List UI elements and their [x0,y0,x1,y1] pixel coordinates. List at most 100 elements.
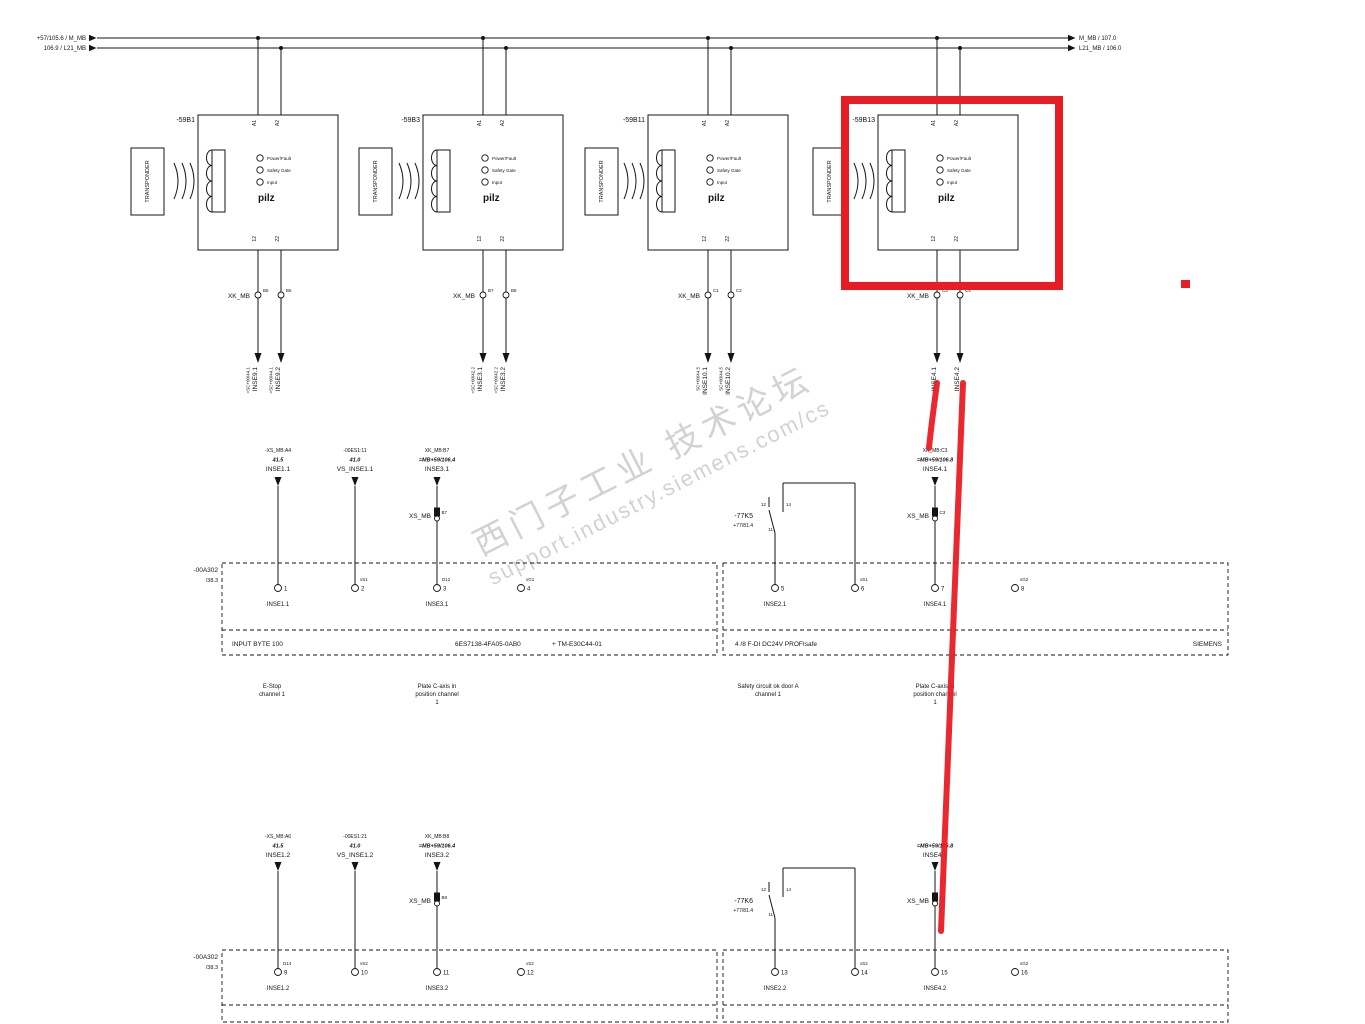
io-terminal-number: 16 [1021,971,1028,977]
led-label: Safety Gate [947,168,971,173]
led-indicator [481,166,489,174]
xs-connector-pin [434,507,440,517]
source-arrow-icon [274,862,282,871]
io-terminal-pre-label: vS2 [526,961,534,966]
wire-ref-sheet: 41.0 [349,458,361,464]
function-description: Plate C-axis in [418,684,457,690]
io-terminal [931,584,939,592]
function-description: position channel [913,692,956,698]
io-terminal-number: 2 [361,587,365,593]
xk-pin-label: B8 [511,288,517,293]
wire-signal-name: INSE1.1 [266,466,291,473]
io-terminal-pre-label: D12 [442,577,451,582]
pin-label-a1: A1 [931,120,937,126]
destination-arrow-icon [277,353,285,363]
led-label: Power/Fault [947,156,972,161]
io-terminal [1011,968,1019,976]
destination-ref: =SC+00/42.2 [494,367,499,394]
io-footer-text: + TM-E30C44-01 [552,641,602,648]
xs-connector-pin [932,507,938,517]
xk-terminal [254,291,262,299]
io-terminal-number: 5 [781,587,785,593]
contact-pin-label: 12 [761,887,767,892]
contact-blade [768,894,776,919]
coil-bump [656,180,663,197]
io-terminal [433,968,441,976]
wire-ref-sheet: =MB+59/106.8 [917,844,954,850]
io-terminal [351,584,359,592]
contact-pin-label: 11 [768,527,773,532]
xs-pin-label: C3 [940,510,946,515]
xs-connector-label: XS_MB [409,513,431,520]
coil-bump [206,196,213,213]
destination-arrow-icon [933,353,941,363]
led-label: Safety Gate [267,168,291,173]
destination-signal: INSE10.2 [725,367,732,395]
coil-bump [206,149,213,166]
xs-connector-label: XS_MB [907,898,929,905]
xk-terminal [502,291,510,299]
relay-module-tag: -59B3 [401,117,420,124]
io-terminal [351,968,359,976]
transponder-label: TRANSPONDER [373,160,379,202]
io-terminal [771,968,779,976]
led-indicator [706,166,714,174]
xk-connector-label: XK_MB [228,293,250,300]
coupling-arc [861,162,867,200]
bus-label-right-top: M_MB / 107.0 [1079,36,1117,42]
coil-body [436,149,451,213]
xs-connector-label: XS_MB [409,898,431,905]
io-terminal-number: 4 [527,587,531,593]
io-module-box [722,949,1229,1023]
io-signal-label: INSE4.2 [924,986,947,992]
function-description: position channel [415,692,458,698]
pin-label-22: 22 [500,236,506,242]
junction-dot [729,46,733,50]
led-label: Safety Gate [717,168,741,173]
io-terminal [274,968,282,976]
coil-bump [431,149,438,166]
coupling-arc [406,162,412,200]
coupling-arc [623,162,629,200]
transponder-box [358,147,393,216]
led-indicator [481,154,489,162]
xs-pin-label: B7 [442,510,448,515]
wire-signal-name: INSE1.2 [266,852,291,859]
contact-tag: -77K5 [734,513,753,520]
pin-label-22: 22 [954,236,960,242]
io-terminal [517,968,525,976]
transponder-box [584,147,619,216]
destination-arrow-icon [727,353,735,363]
coil-bump [206,180,213,197]
led-indicator [706,154,714,162]
wire-ref-connector: -XS_MB:A6 [265,834,291,840]
pin-label-12: 12 [702,236,708,242]
coil-bump [886,180,893,197]
io-signal-label: INSE2.2 [764,986,787,992]
xk-terminal [956,291,964,299]
xk-pin-label: C1 [713,288,719,293]
io-terminal-pre-label: vS1 [860,577,868,582]
led-label: Input [947,180,958,185]
contact-pin-label: 12 [761,502,767,507]
io-terminal-pre-label: vG2 [1020,577,1029,582]
relay-module-body [197,114,339,251]
xk-connector-label: XK_MB [453,293,475,300]
coil-body [211,149,226,213]
led-indicator [256,154,264,162]
pin-label-a2: A2 [500,120,506,126]
coil-bump [431,165,438,182]
contact-blade [768,509,776,534]
io-terminal-number: 10 [361,971,368,977]
coupling-arc [189,162,195,200]
destination-arrow-icon [502,353,510,363]
source-arrow-icon [931,477,939,486]
io-terminal-number: 7 [941,587,945,593]
destination-signal: INSE4.1 [931,367,938,392]
source-arrow-icon [931,862,939,871]
coil-body [891,149,906,213]
red-mark [1181,280,1190,288]
destination-arrow-icon [254,353,262,363]
xk-pin-label: C2 [736,288,742,293]
io-terminal-pre-label: vS2 [860,961,868,966]
